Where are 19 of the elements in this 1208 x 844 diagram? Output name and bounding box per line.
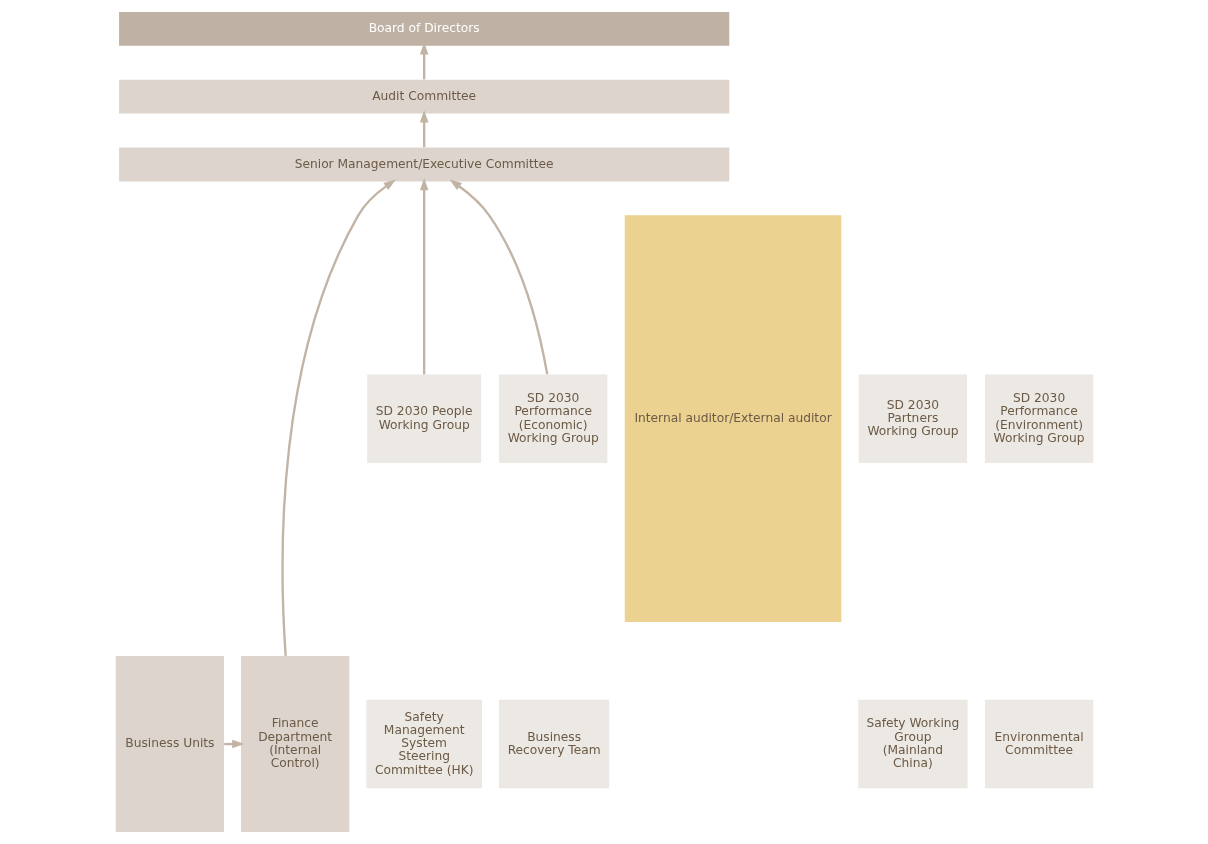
arrow (280, 179, 396, 656)
node-box: Safety Management System Steering Committee (HK) (365, 699, 482, 789)
node-box: Business Units (115, 656, 224, 833)
node-box: SD 2030 Partners Working Group (858, 374, 967, 463)
arrow (419, 42, 428, 80)
node-box: Internal auditor/External auditor (624, 215, 841, 623)
arrow (419, 110, 428, 148)
node-box: Finance Department (Internal Control) (240, 656, 349, 833)
node-box: Audit Committee (118, 79, 729, 114)
node-box: Environmental Committee (984, 699, 1093, 789)
node-box: Board of Directors (118, 11, 729, 46)
node-box: Senior Management/Executive Committee (118, 147, 729, 182)
node-box: SD 2030 Performance (Environment) Working Group (984, 374, 1093, 463)
arrow (419, 177, 428, 375)
node-box: Business Recovery Team (498, 699, 609, 789)
node-box: Safety Working Group (Mainland China) (857, 699, 967, 789)
node-box: SD 2030 People Working Group (366, 374, 481, 463)
node-box: SD 2030 Performance (Economic) Working Group (498, 374, 607, 463)
arrow (448, 179, 548, 375)
